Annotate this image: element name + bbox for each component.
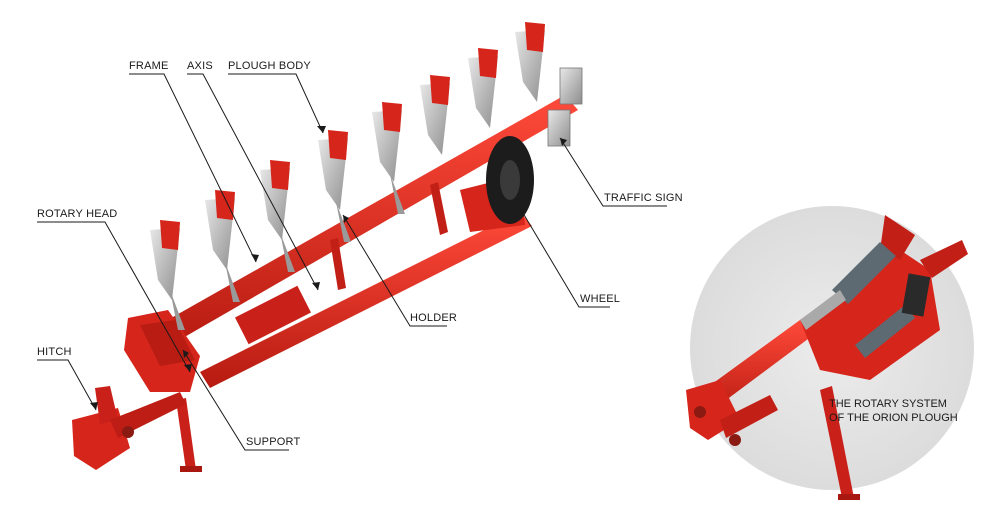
detail-caption-line2: OF THE ORION PLOUGH xyxy=(829,412,958,424)
traffic-sign-plate xyxy=(547,109,571,147)
leader-arrowheads xyxy=(90,126,567,410)
label-traffic-sign: TRAFFIC SIGN xyxy=(604,192,683,204)
label-support: SUPPORT xyxy=(246,436,301,448)
label-frame: FRAME xyxy=(129,60,169,72)
label-holder: HOLDER xyxy=(410,312,458,324)
rotary-system-detail xyxy=(686,215,968,500)
label-rotary-head: ROTARY HEAD xyxy=(37,208,118,220)
label-hitch: HITCH xyxy=(37,346,72,358)
plough-bodies xyxy=(150,22,545,330)
label-axis: AXIS xyxy=(187,60,213,72)
plough-machine xyxy=(72,22,583,472)
leader-lines xyxy=(37,73,667,451)
detail-caption: THE ROTARY SYSTEM OF THE ORION PLOUGH xyxy=(829,397,958,425)
detail-caption-line1: THE ROTARY SYSTEM xyxy=(829,398,947,410)
label-plough-body: PLOUGH BODY xyxy=(228,60,311,72)
label-wheel: WHEEL xyxy=(580,293,621,305)
